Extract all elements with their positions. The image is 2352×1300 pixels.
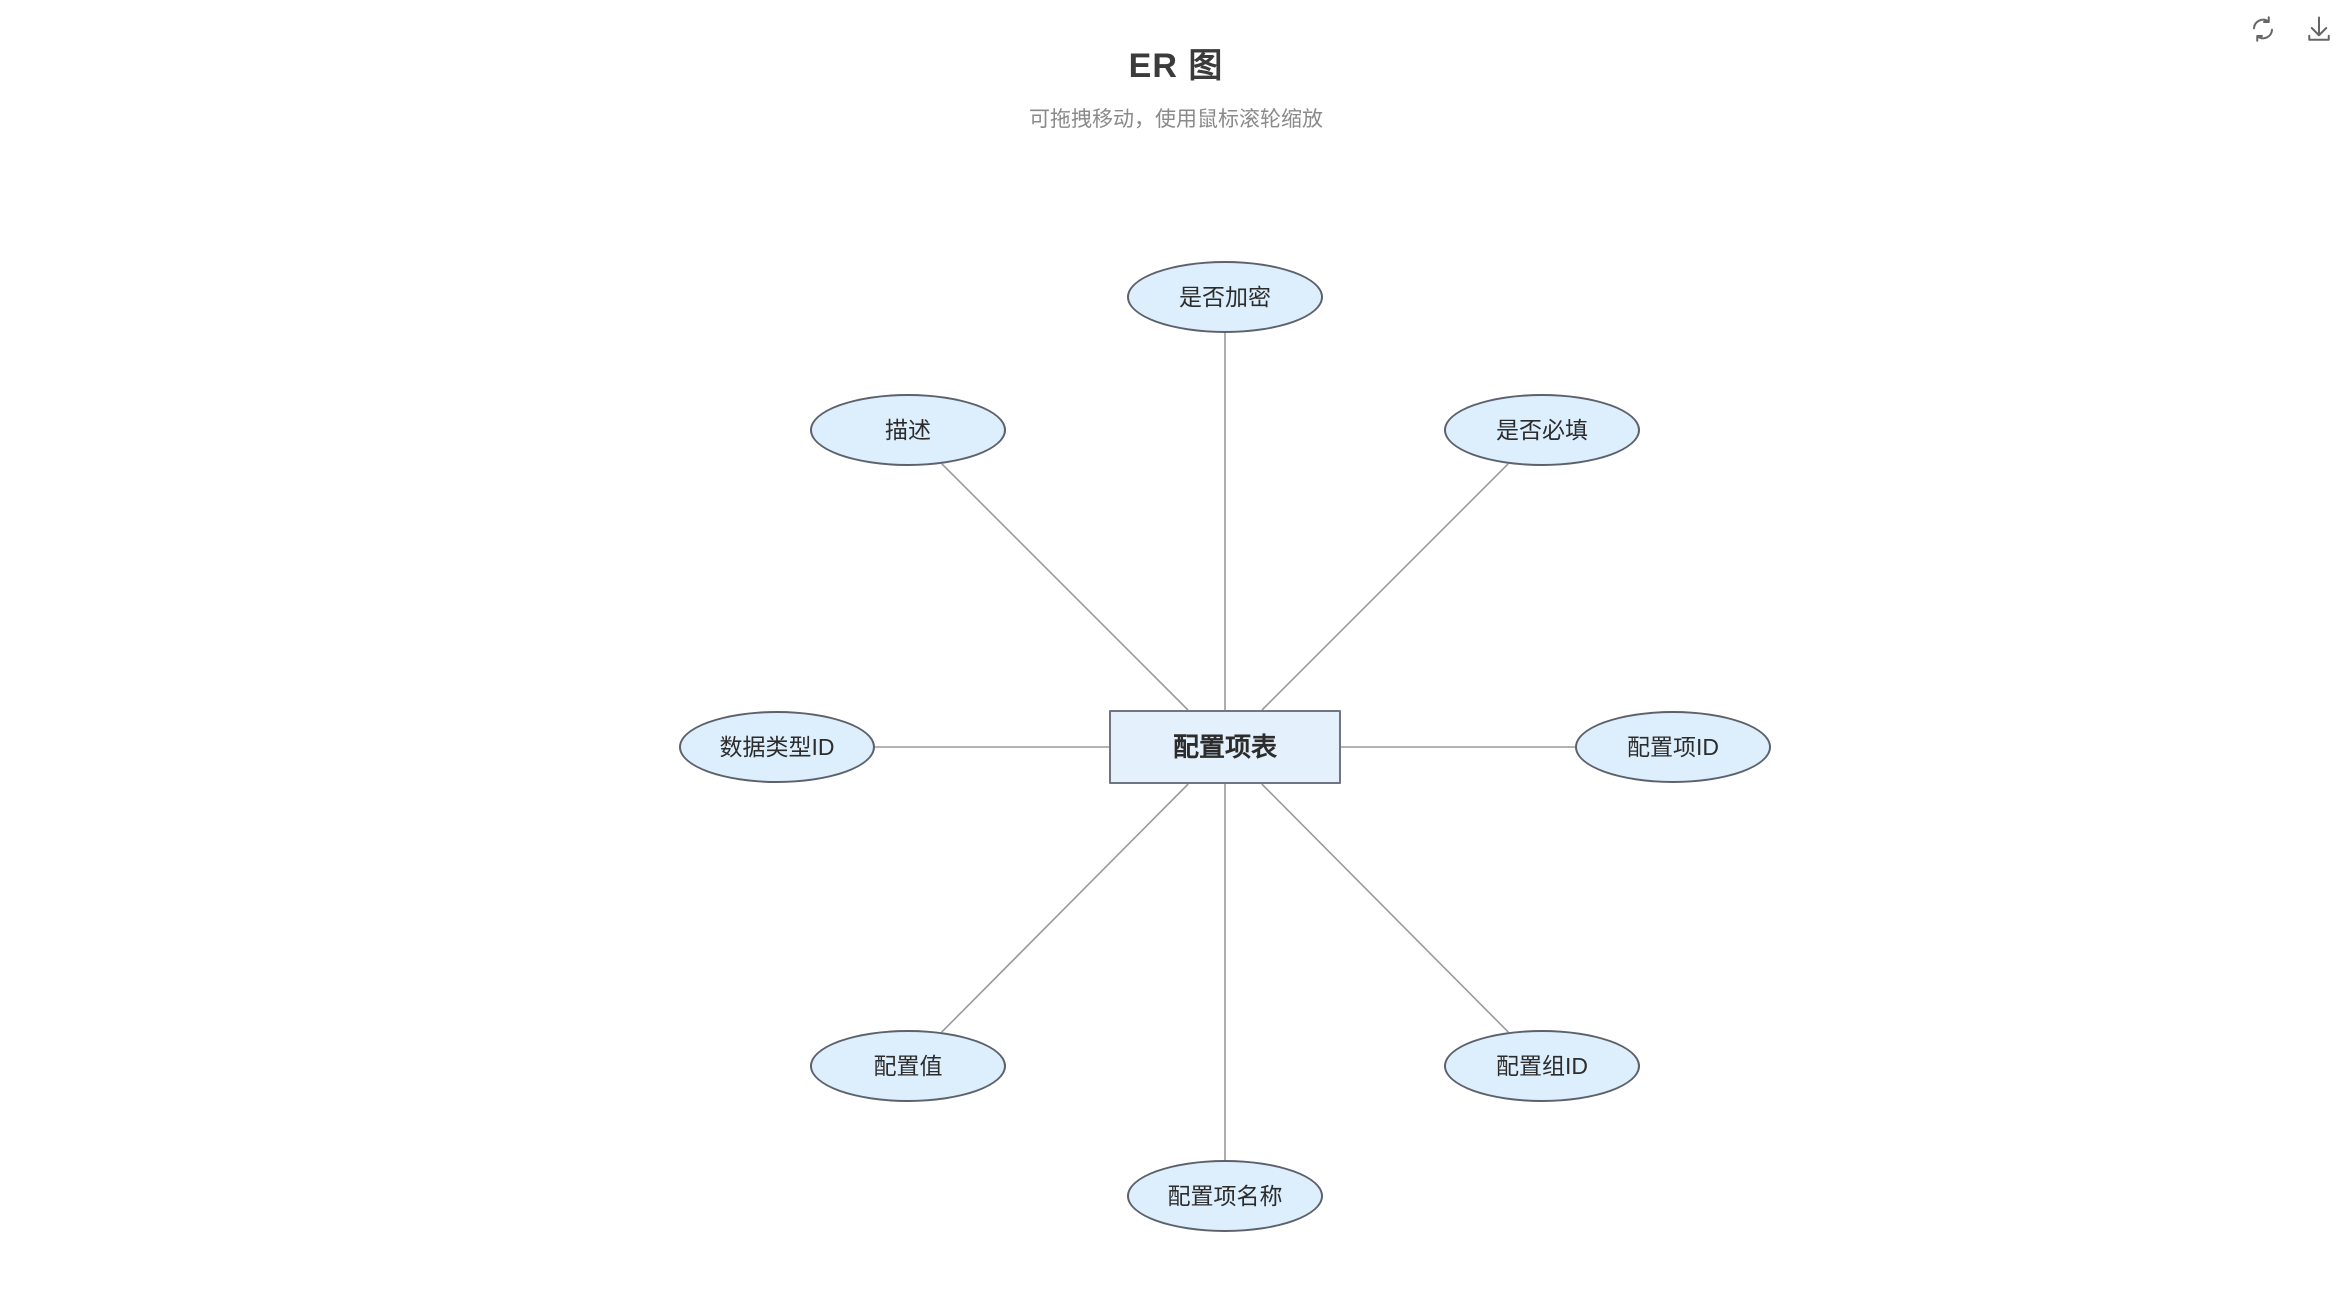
attribute-node-配置组ID[interactable]: 配置组ID bbox=[1444, 1030, 1640, 1102]
attribute-node-是否加密[interactable]: 是否加密 bbox=[1127, 261, 1323, 333]
refresh-button[interactable] bbox=[2244, 10, 2282, 48]
attribute-node-配置项ID[interactable]: 配置项ID bbox=[1575, 711, 1771, 783]
er-edge bbox=[1261, 783, 1509, 1033]
attribute-node-label: 配置项ID bbox=[1627, 733, 1719, 760]
attribute-node-配置值[interactable]: 配置值 bbox=[810, 1030, 1006, 1102]
attribute-node-label: 是否加密 bbox=[1179, 283, 1271, 310]
toolbar bbox=[2244, 10, 2338, 48]
er-edge bbox=[941, 783, 1189, 1033]
refresh-icon bbox=[2248, 14, 2278, 44]
attribute-node-描述[interactable]: 描述 bbox=[810, 394, 1006, 466]
attribute-node-label: 数据类型ID bbox=[719, 733, 835, 760]
er-edge bbox=[941, 463, 1189, 711]
attribute-node-是否必填[interactable]: 是否必填 bbox=[1444, 394, 1640, 466]
attribute-node-数据类型ID[interactable]: 数据类型ID bbox=[679, 711, 875, 783]
attribute-node-label: 配置值 bbox=[873, 1052, 943, 1079]
entity-node-label: 配置项表 bbox=[1172, 732, 1277, 762]
entity-node-配置项表[interactable]: 配置项表 bbox=[1109, 710, 1341, 784]
attribute-node-label: 配置项名称 bbox=[1167, 1182, 1283, 1209]
attribute-node-label: 描述 bbox=[885, 416, 931, 443]
download-button[interactable] bbox=[2300, 10, 2338, 48]
attribute-node-配置项名称[interactable]: 配置项名称 bbox=[1127, 1160, 1323, 1232]
attribute-node-label: 是否必填 bbox=[1496, 416, 1588, 443]
attribute-node-label: 配置组ID bbox=[1496, 1052, 1588, 1079]
er-edge bbox=[1261, 463, 1509, 711]
download-icon bbox=[2304, 14, 2334, 44]
